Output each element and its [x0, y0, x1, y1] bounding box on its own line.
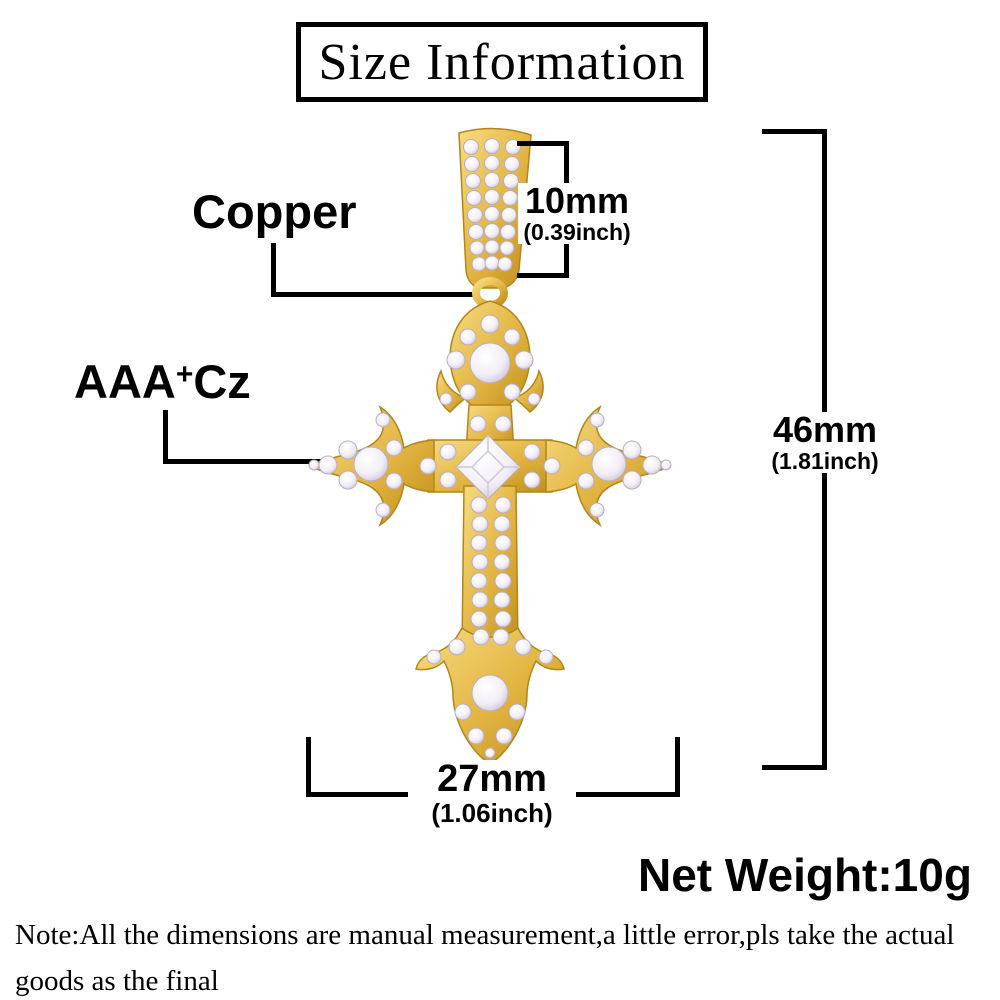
material-label: Copper — [192, 185, 357, 238]
height-mm: 46mm — [772, 409, 878, 450]
bail-dimension-label: 10mm (0.39inch) — [518, 183, 636, 244]
copper-leader-line-vertical — [271, 243, 276, 297]
height-dimension-label: 46mm (1.81inch) — [764, 412, 886, 473]
pendant-stones — [308, 314, 672, 759]
pendant-bail — [458, 127, 532, 309]
stone-quality-suffix: Cz — [193, 355, 251, 408]
note-line-1: Note:All the dimensions are manual measu… — [15, 919, 955, 951]
cz-leader-line-horizontal — [163, 459, 376, 464]
page-title: Size Information — [318, 33, 686, 91]
copper-leader-line-horizontal — [271, 292, 479, 297]
title-box: Size Information — [296, 22, 708, 102]
bail-inch: (0.39inch) — [523, 219, 631, 245]
height-inch: (1.81inch) — [771, 448, 879, 474]
stone-quality-plus: + — [175, 358, 194, 391]
stone-quality-label: AAA+Cz — [74, 354, 251, 409]
pendant-illustration — [308, 127, 672, 765]
cz-leader-line-vertical — [163, 410, 168, 464]
stone-quality-prefix: AAA — [74, 355, 176, 408]
net-weight-label: Net Weight:10g — [638, 849, 972, 901]
width-mm: 27mm — [437, 758, 547, 800]
width-inch: (1.06inch) — [431, 798, 553, 828]
note-line-2: goods as the final — [15, 965, 219, 997]
note-text: Note:All the dimensions are manual measu… — [15, 912, 995, 1000]
bail-mm: 10mm — [524, 180, 630, 221]
width-dimension-label: 27mm (1.06inch) — [408, 760, 576, 826]
